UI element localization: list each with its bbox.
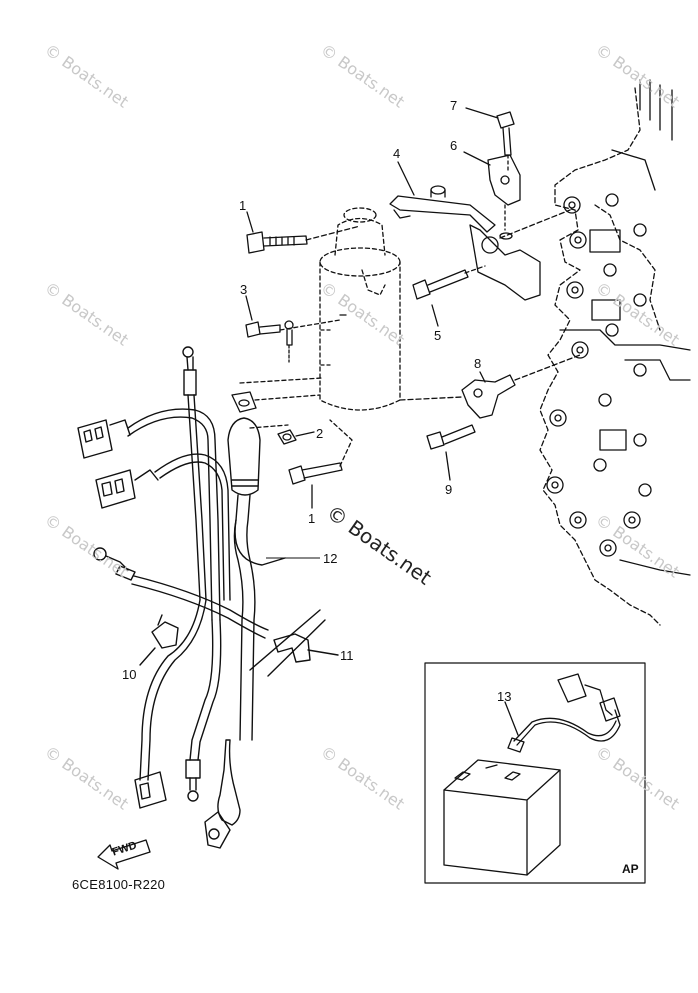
callout-10: 10 <box>122 667 137 682</box>
inset-box <box>424 662 646 884</box>
callout-5: 5 <box>434 328 442 343</box>
callout-13: 13 <box>497 689 512 704</box>
callout-1: 1 <box>308 511 316 526</box>
clamp-6 <box>463 151 521 240</box>
callout-8: 8 <box>474 356 482 371</box>
bolt-3 <box>245 295 341 363</box>
callout-3: 3 <box>240 282 248 297</box>
engine-block <box>539 79 691 626</box>
callout-7: 7 <box>450 98 458 113</box>
callout-4: 4 <box>393 146 401 161</box>
fwd-arrow <box>97 839 151 870</box>
wiring-harness <box>77 346 339 849</box>
nut-2 <box>231 377 323 445</box>
bracket-8 <box>399 354 581 481</box>
callout-2: 2 <box>316 426 324 441</box>
callout-11: 11 <box>340 648 354 663</box>
bolt-1-bottom <box>288 419 353 509</box>
callout-9: 9 <box>445 482 453 497</box>
diagram-code: 6CE8100-R220 <box>72 877 166 892</box>
bolt-5 <box>412 265 486 327</box>
inset-label: AP <box>622 862 639 876</box>
callout-1: 1 <box>239 198 247 213</box>
bracket-4 <box>389 161 571 301</box>
callout-12: 12 <box>323 551 338 566</box>
callout-6: 6 <box>450 138 458 153</box>
bolt-7 <box>465 107 515 171</box>
starter-motor <box>319 207 401 411</box>
bolt-1-top <box>246 211 361 254</box>
